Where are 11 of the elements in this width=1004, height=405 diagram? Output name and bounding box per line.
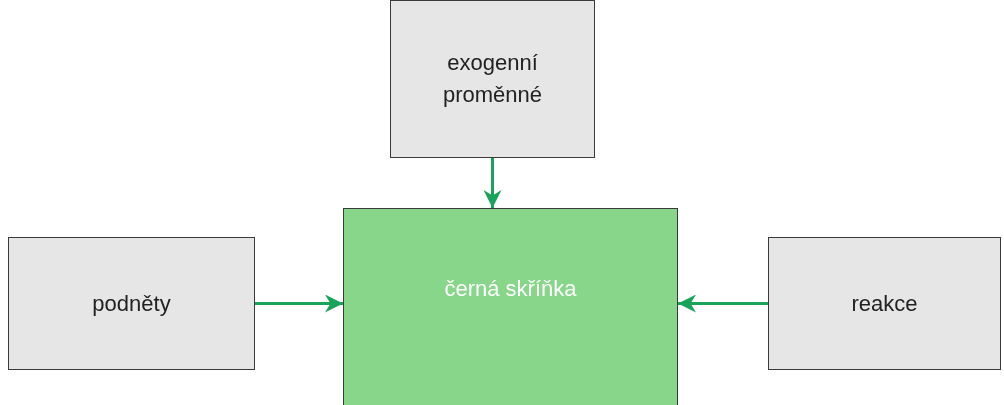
arrow [255, 294, 343, 313]
arrow [678, 294, 768, 313]
highlighted-box [343, 208, 678, 405]
node-label: černá skříňka [444, 274, 577, 303]
node-label: exogenní proměnné [441, 49, 544, 109]
process-box [768, 237, 1001, 370]
arrow [483, 158, 502, 208]
node-label: podněty [92, 289, 171, 318]
process-box [8, 237, 255, 370]
node-label: reakce [851, 289, 918, 318]
process-box [390, 0, 595, 158]
